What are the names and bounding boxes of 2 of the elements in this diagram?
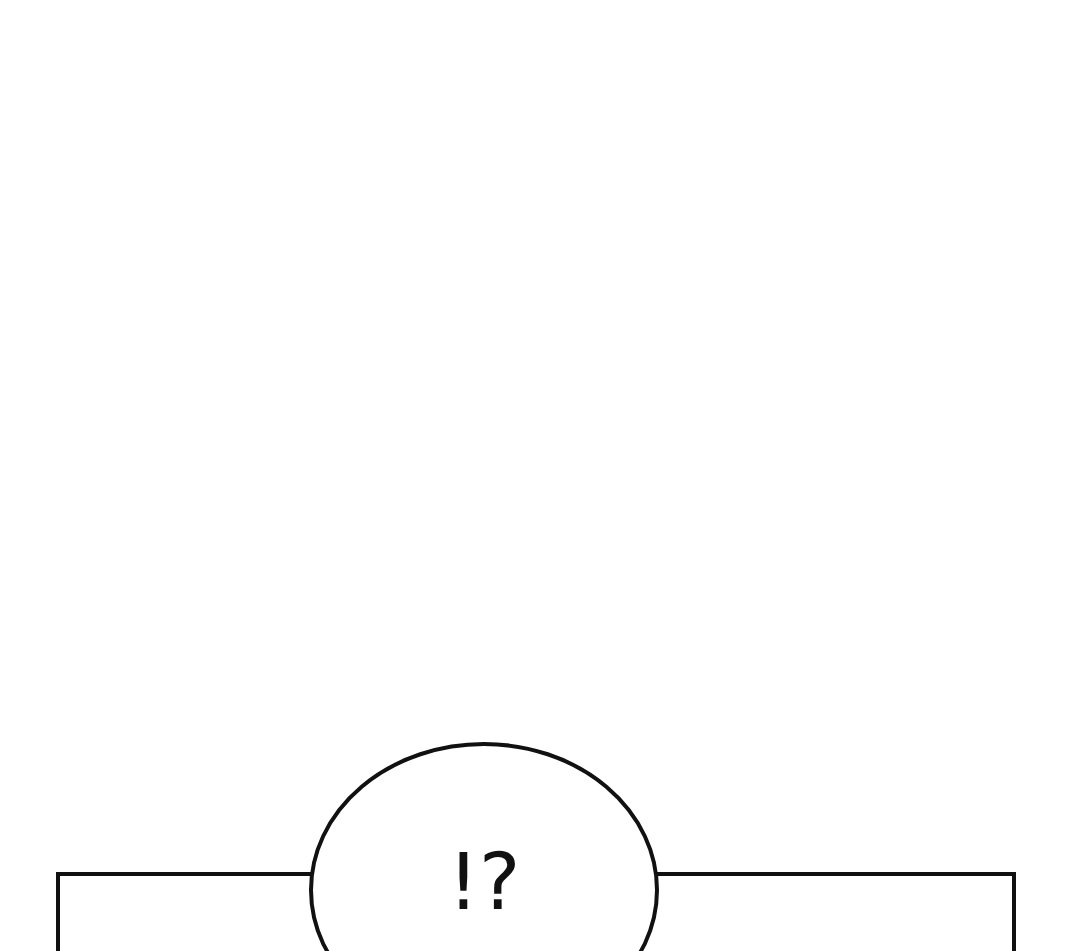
speech-bubble [309, 742, 659, 951]
exclamation-text: !? [447, 837, 521, 927]
